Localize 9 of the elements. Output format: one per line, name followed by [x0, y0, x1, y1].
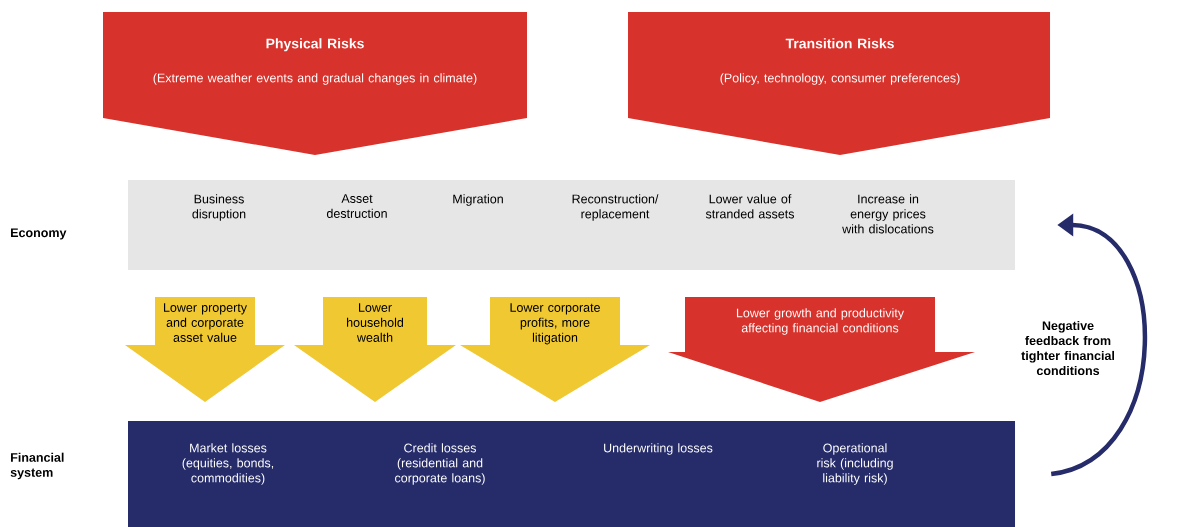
- chevron-box: Lower property and corporate asset value: [125, 297, 285, 402]
- economy-band: Business disruption Asset destruction Migration Reconstruction/ replacement Lower value of stranded assets Increase in energy prices with dislocations: [128, 180, 1015, 270]
- chevron-box: Lower corporate profits, more litigation: [460, 297, 650, 402]
- chevron-box: Lower household wealth: [294, 297, 456, 402]
- row-label: Economy: [11, 228, 67, 240]
- row-label: Financial system: [10, 452, 64, 480]
- chevron-box: Lower growth and productivity affecting financial conditions: [668, 297, 975, 402]
- edge-label: Negative feedback from tighter financial conditions: [1021, 320, 1114, 376]
- financial-band: Market losses (equities, bonds, commodities) Credit losses (residential and corporate loans) Underwriting losses Operational risk (including liability risk): [128, 421, 1015, 527]
